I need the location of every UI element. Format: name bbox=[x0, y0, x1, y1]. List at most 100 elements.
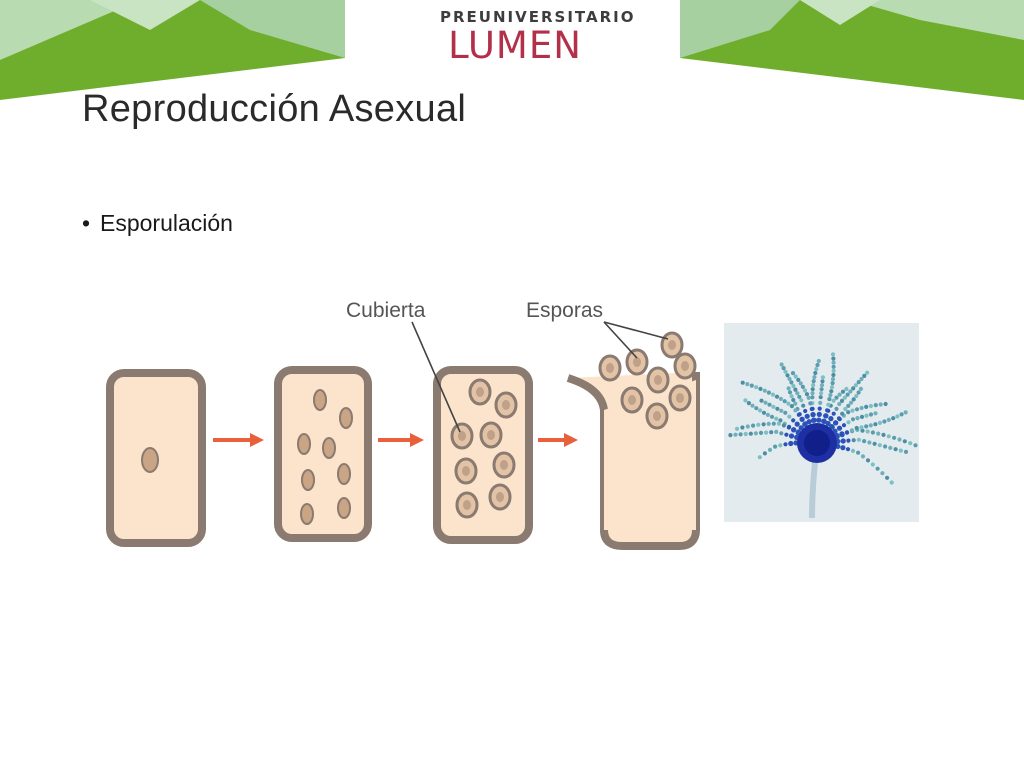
conidium bbox=[756, 422, 761, 427]
conidium bbox=[851, 386, 856, 391]
conidium bbox=[897, 437, 902, 442]
conidium bbox=[856, 380, 861, 385]
conidium bbox=[850, 408, 855, 413]
conidium bbox=[855, 416, 860, 421]
conidium bbox=[846, 438, 851, 443]
conidium bbox=[820, 379, 825, 384]
nucleus bbox=[313, 389, 327, 411]
conidium bbox=[745, 424, 750, 429]
conidium bbox=[883, 401, 888, 407]
conidium bbox=[783, 369, 788, 374]
nucleus bbox=[339, 407, 353, 429]
conidium bbox=[848, 389, 853, 394]
conidium bbox=[776, 421, 781, 426]
conidium bbox=[889, 480, 894, 485]
conidium bbox=[743, 431, 748, 437]
spore bbox=[668, 384, 692, 412]
nucleus bbox=[337, 497, 351, 519]
conidium bbox=[825, 408, 830, 413]
conidium bbox=[845, 392, 850, 397]
conidium bbox=[796, 412, 801, 417]
conidium bbox=[864, 404, 869, 409]
conidium bbox=[875, 466, 880, 471]
spore bbox=[492, 451, 516, 479]
conidium bbox=[876, 431, 881, 436]
conidium bbox=[836, 425, 843, 431]
conidium bbox=[873, 411, 878, 416]
conidium bbox=[860, 428, 865, 433]
conidium bbox=[782, 399, 787, 404]
conidium bbox=[893, 447, 898, 452]
conidium bbox=[820, 375, 825, 380]
conidium bbox=[786, 401, 791, 406]
conidium bbox=[748, 431, 753, 436]
conidium bbox=[844, 386, 849, 392]
conidium bbox=[908, 441, 913, 446]
spores-leader-line-2 bbox=[603, 321, 669, 340]
banner-right-light-3 bbox=[800, 0, 880, 25]
conidium bbox=[870, 430, 875, 435]
conidium bbox=[793, 387, 798, 392]
conidium bbox=[880, 471, 885, 476]
conidium bbox=[811, 383, 816, 388]
conidium bbox=[854, 393, 859, 399]
conidium bbox=[788, 433, 795, 439]
spore bbox=[468, 378, 492, 406]
conidium bbox=[762, 451, 767, 456]
conidium bbox=[803, 408, 808, 414]
logo-main-text: LUMEN bbox=[448, 24, 582, 67]
conidium bbox=[898, 448, 903, 453]
spore bbox=[598, 354, 622, 382]
conidium bbox=[802, 388, 808, 393]
stage-3-cell bbox=[433, 366, 533, 544]
conidium bbox=[834, 395, 839, 400]
stage-4-cell bbox=[566, 331, 700, 550]
conidium bbox=[816, 358, 821, 364]
conidium bbox=[793, 401, 798, 406]
arrow-2-icon bbox=[378, 433, 424, 447]
nucleus bbox=[301, 469, 315, 491]
conidium bbox=[881, 432, 886, 437]
conidium bbox=[833, 420, 839, 426]
conidium bbox=[781, 366, 786, 371]
conidium bbox=[783, 442, 788, 447]
conidium bbox=[862, 373, 867, 378]
conidium bbox=[787, 414, 792, 419]
spore bbox=[488, 483, 512, 511]
conidium bbox=[774, 416, 779, 421]
conidium bbox=[850, 417, 856, 422]
conidium bbox=[841, 423, 847, 428]
arrow-3-icon bbox=[538, 433, 578, 447]
spore bbox=[620, 386, 644, 414]
conidium bbox=[829, 385, 835, 390]
conidium bbox=[867, 440, 872, 445]
conidium bbox=[771, 421, 776, 426]
conidium bbox=[840, 438, 846, 444]
conidium bbox=[810, 387, 815, 392]
conidium bbox=[778, 418, 783, 423]
conidium bbox=[856, 390, 861, 395]
conidium bbox=[779, 362, 784, 367]
banner-left-light-3 bbox=[90, 0, 200, 30]
stage-2-cell bbox=[274, 366, 372, 542]
conidium bbox=[823, 413, 829, 419]
conidium bbox=[856, 450, 861, 455]
conidium bbox=[826, 402, 831, 407]
conidium bbox=[774, 429, 779, 434]
conidium bbox=[740, 380, 745, 385]
conidium bbox=[860, 454, 866, 459]
conidium bbox=[784, 432, 789, 437]
arrow-1-icon bbox=[213, 433, 264, 447]
conidium bbox=[806, 419, 812, 425]
logo-top-text: PREUNIVERSITARIO bbox=[440, 8, 636, 26]
conidium bbox=[828, 393, 833, 398]
conidium bbox=[749, 383, 754, 388]
conidium bbox=[789, 404, 794, 409]
conidium bbox=[797, 394, 802, 399]
sporulation-diagram: Cubierta Esporas bbox=[106, 299, 700, 550]
conidium bbox=[753, 431, 758, 436]
conidium bbox=[831, 364, 836, 369]
conidium bbox=[851, 438, 856, 443]
spore bbox=[645, 402, 669, 430]
nucleus bbox=[322, 437, 336, 459]
